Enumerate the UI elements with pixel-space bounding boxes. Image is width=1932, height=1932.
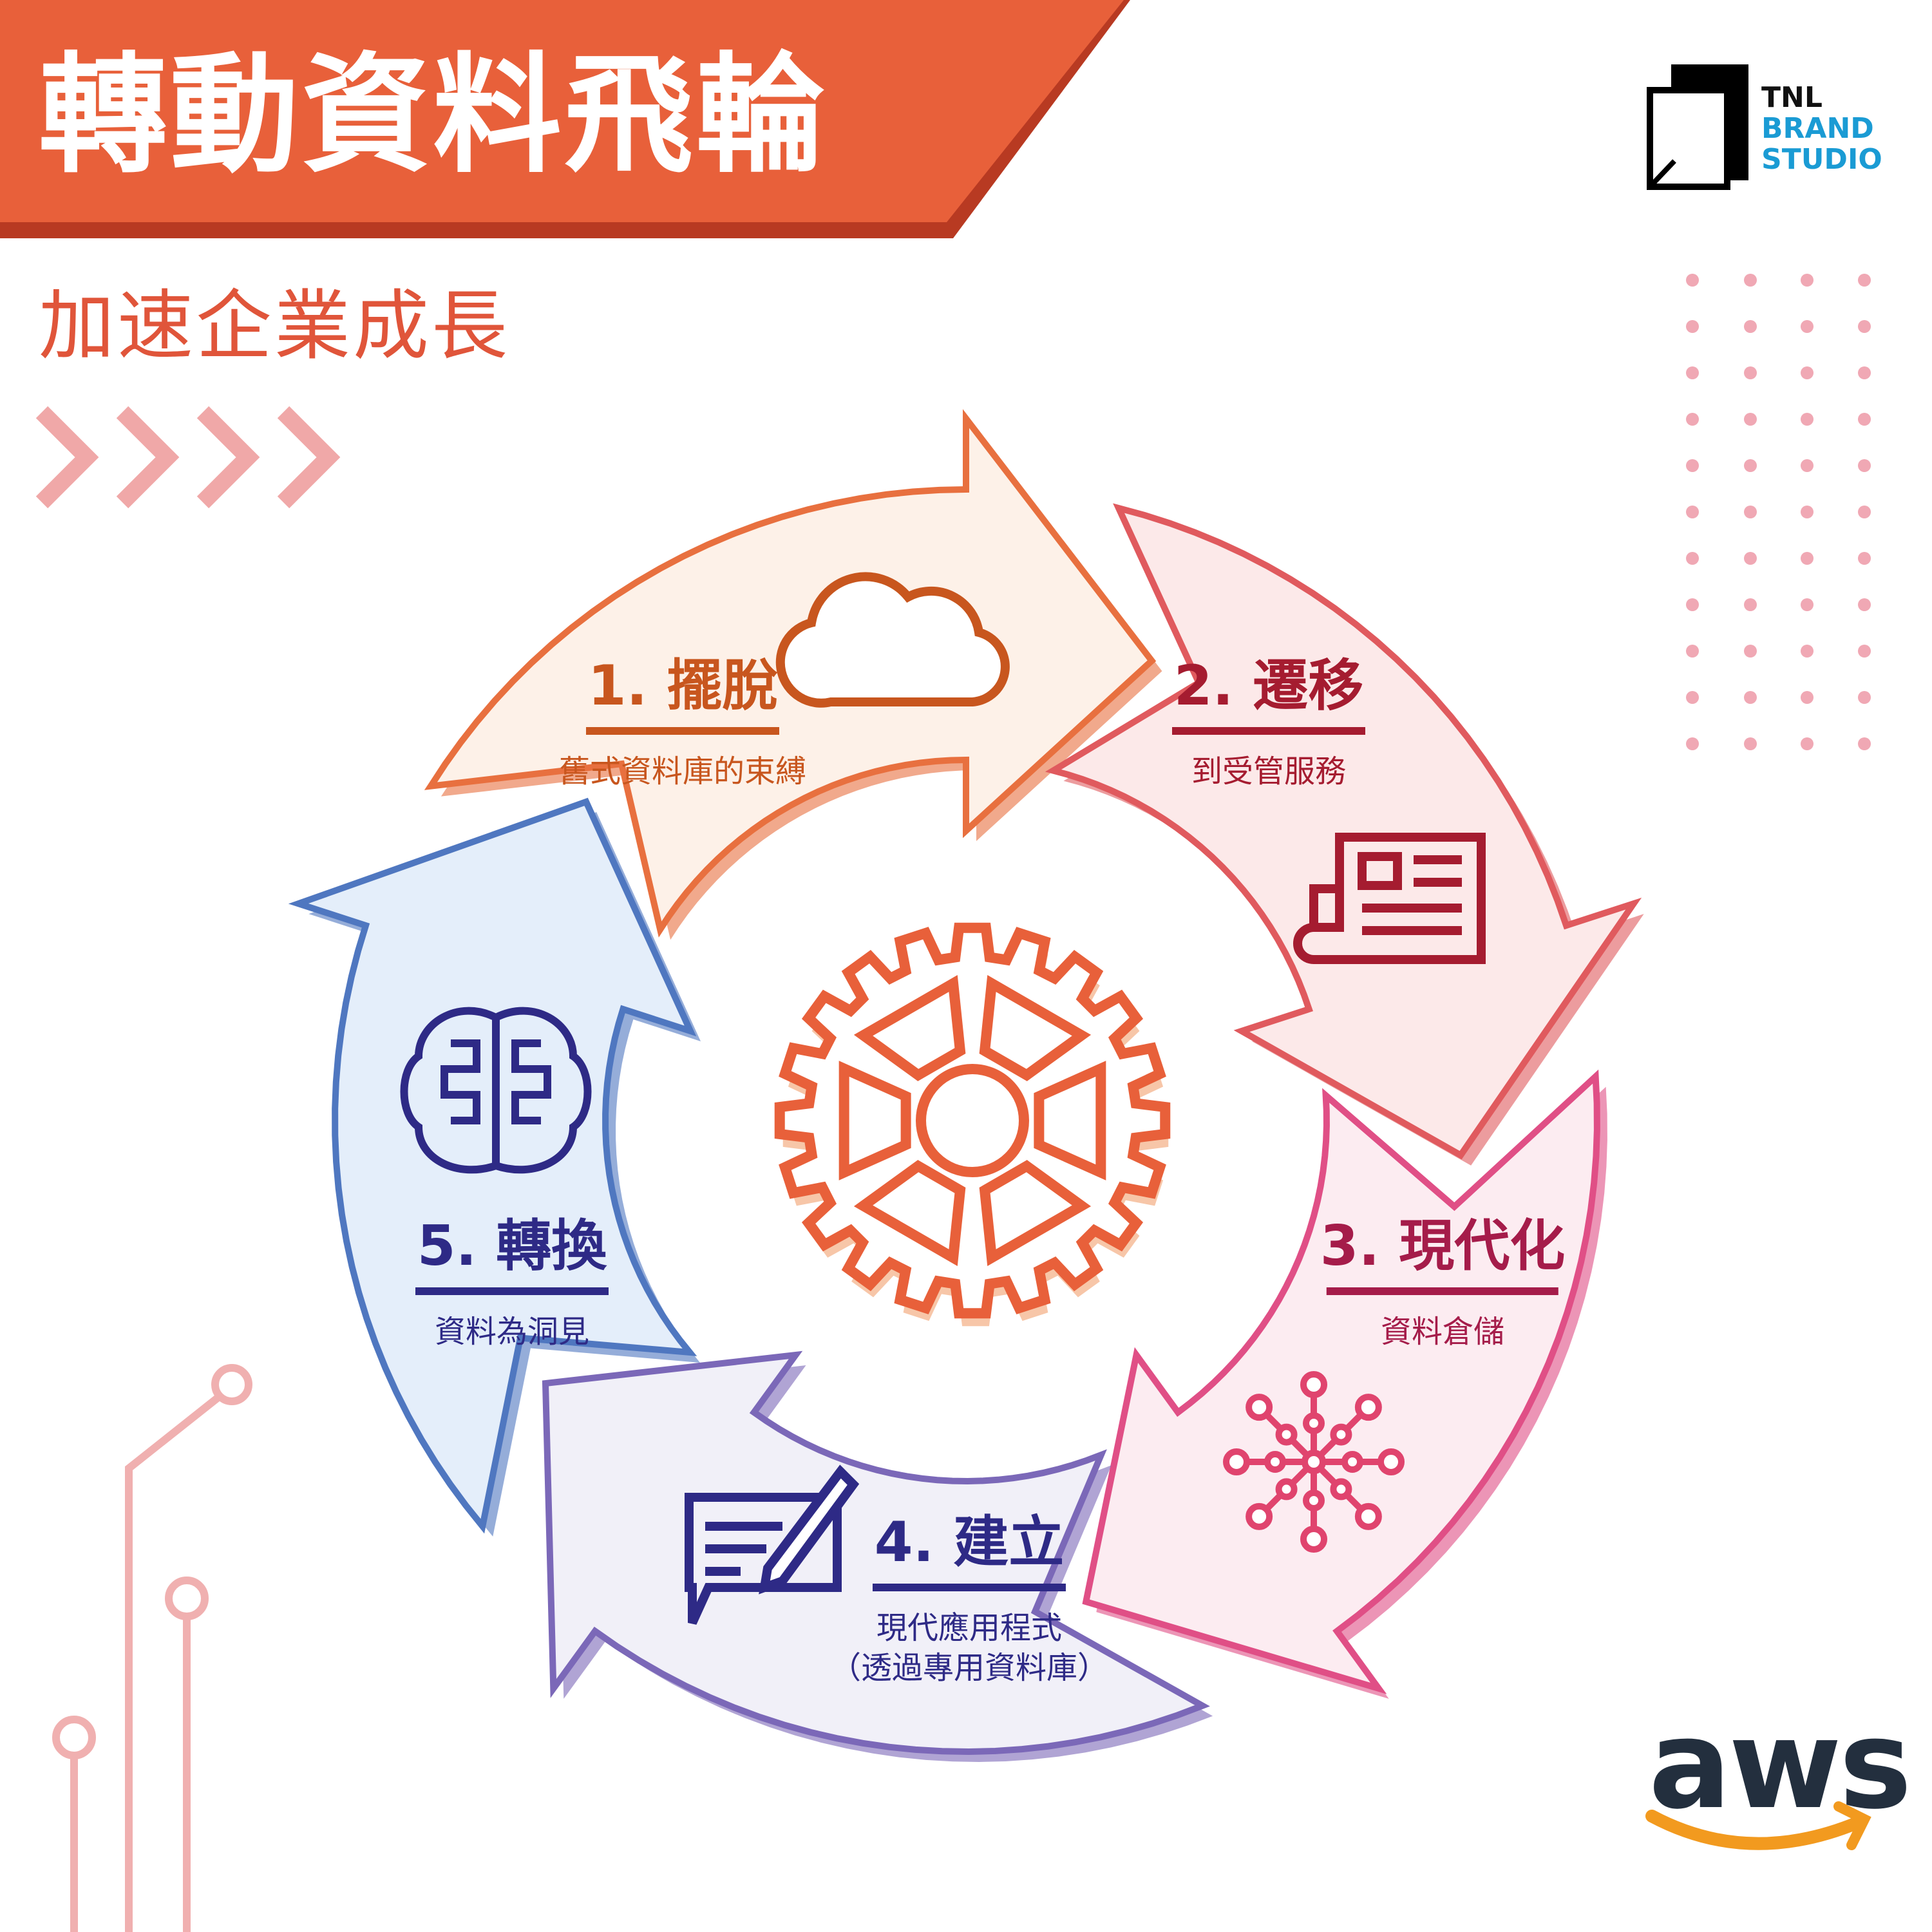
step-arrow-3 bbox=[1082, 1069, 1600, 1694]
dot bbox=[1801, 413, 1814, 426]
step-desc: 現代應用程式 bbox=[876, 1610, 1063, 1646]
dot bbox=[1858, 366, 1871, 379]
dot bbox=[1858, 506, 1871, 518]
step-desc: 到受管服務 bbox=[1191, 753, 1346, 790]
brand-logo-text: TNL BRAND STUDIO bbox=[1761, 82, 1882, 175]
step-1: 1. 擺脫 舊式資料庫的束縛 bbox=[559, 654, 806, 791]
brand-line2: BRAND bbox=[1761, 112, 1874, 145]
gear-window bbox=[838, 1061, 911, 1180]
chevrons-decoration bbox=[35, 406, 341, 509]
gear-window bbox=[979, 1160, 1092, 1267]
dot bbox=[1801, 645, 1814, 658]
dot bbox=[1801, 552, 1814, 565]
page-subtitle: 加速企業成長 bbox=[39, 281, 511, 370]
step-title: 3. 現代化 bbox=[1320, 1214, 1566, 1278]
dot bbox=[1744, 552, 1757, 565]
step-underline bbox=[872, 1584, 1066, 1591]
dot bbox=[1858, 459, 1871, 472]
dot bbox=[1686, 506, 1699, 518]
dot bbox=[1686, 413, 1699, 426]
step-3: 3. 現代化 資料倉儲 bbox=[1320, 1214, 1565, 1352]
dot bbox=[1686, 274, 1699, 287]
aws-smile-icon bbox=[1645, 1810, 1864, 1850]
step-title: 4. 建立 bbox=[874, 1510, 1065, 1575]
step-underline bbox=[1326, 1287, 1558, 1295]
dot bbox=[1801, 274, 1814, 287]
dot bbox=[1744, 274, 1757, 287]
dot bbox=[1858, 691, 1871, 704]
gear-window bbox=[853, 1160, 966, 1267]
gear-icon bbox=[774, 922, 1171, 1327]
step-underline bbox=[585, 727, 779, 735]
dot bbox=[1686, 366, 1699, 379]
dot bbox=[1858, 320, 1871, 333]
brand-line3: STUDIO bbox=[1761, 143, 1882, 176]
step-desc: 資料為洞見 bbox=[434, 1314, 589, 1350]
step-desc: 資料倉儲 bbox=[1380, 1314, 1505, 1350]
step-desc-2: （透過專用資料庫） bbox=[829, 1650, 1109, 1686]
aws-logo: aws bbox=[1649, 1694, 1912, 1836]
dot bbox=[1744, 366, 1757, 379]
gear-hub bbox=[916, 1064, 1029, 1177]
dot bbox=[1744, 691, 1757, 704]
step-title: 1. 擺脫 bbox=[587, 654, 778, 718]
step-arrow-4 bbox=[542, 1350, 1210, 1755]
gear-outline bbox=[774, 922, 1171, 1319]
dot bbox=[1858, 413, 1871, 426]
gear-window bbox=[853, 974, 966, 1081]
step-underline bbox=[1172, 727, 1365, 735]
step-4: 4. 建立 現代應用程式 （透過專用資料庫） bbox=[830, 1510, 1108, 1688]
dot bbox=[1744, 645, 1757, 658]
dot bbox=[1686, 459, 1699, 472]
dot bbox=[1801, 691, 1814, 704]
newspaper-icon bbox=[1293, 833, 1486, 964]
title-banner bbox=[0, 0, 1124, 222]
dot bbox=[1686, 691, 1699, 704]
dot bbox=[1801, 320, 1814, 333]
dot bbox=[1744, 506, 1757, 518]
step-5: 5. 轉換 資料為洞見 bbox=[415, 1214, 609, 1352]
tnl-logo-icon bbox=[1647, 64, 1748, 190]
dot bbox=[1858, 598, 1871, 611]
dot-grid-decoration bbox=[1686, 274, 1871, 750]
step-2: 2. 遷移 到受管服務 bbox=[1172, 654, 1365, 791]
gear-window bbox=[979, 974, 1092, 1081]
brand-line1: TNL bbox=[1761, 81, 1823, 114]
gear-window bbox=[1034, 1061, 1106, 1180]
dot bbox=[1858, 274, 1871, 287]
dot bbox=[1858, 737, 1871, 750]
dot bbox=[1686, 737, 1699, 750]
circuit-lines-decoration bbox=[52, 1364, 252, 1932]
step-arrow-2 bbox=[1045, 503, 1642, 1160]
brain-icon bbox=[400, 1007, 592, 1174]
dot bbox=[1744, 598, 1757, 611]
dot bbox=[1744, 459, 1757, 472]
aws-arrow-icon bbox=[1833, 1801, 1871, 1850]
dot bbox=[1744, 737, 1757, 750]
document-pen-icon bbox=[685, 1464, 860, 1625]
dot bbox=[1801, 737, 1814, 750]
dot bbox=[1744, 320, 1757, 333]
network-icon bbox=[1223, 1371, 1405, 1553]
dot bbox=[1801, 506, 1814, 518]
dot bbox=[1801, 366, 1814, 379]
dot bbox=[1686, 645, 1699, 658]
dot bbox=[1858, 645, 1871, 658]
dot bbox=[1686, 598, 1699, 611]
dot bbox=[1686, 320, 1699, 333]
cloud-icon bbox=[775, 572, 1010, 708]
step-underline bbox=[415, 1287, 609, 1295]
dot bbox=[1858, 552, 1871, 565]
page-title: 轉動資料飛輪 bbox=[39, 41, 828, 191]
step-title: 2. 遷移 bbox=[1173, 654, 1364, 718]
dot bbox=[1801, 598, 1814, 611]
dot bbox=[1686, 552, 1699, 565]
step-desc: 舊式資料庫的束縛 bbox=[558, 753, 807, 790]
dot bbox=[1801, 459, 1814, 472]
step-title: 5. 轉換 bbox=[417, 1214, 607, 1278]
dot bbox=[1744, 413, 1757, 426]
